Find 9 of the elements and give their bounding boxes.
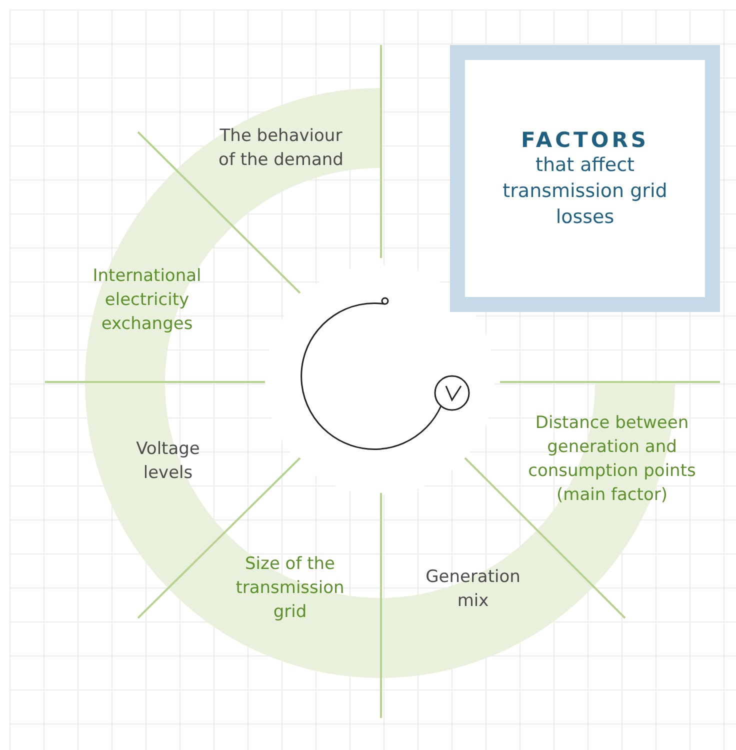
panel-heading: FACTORS xyxy=(520,128,650,152)
factor-label: The behaviour of the demand xyxy=(218,125,344,172)
factor-label: Distance between generation and consumption points (main factor) xyxy=(527,412,697,507)
factor-label: Size of the transmission grid xyxy=(234,553,346,624)
title-panel xyxy=(450,45,720,312)
factor-label: Voltage levels xyxy=(135,438,201,485)
factor-label: International electricity exchanges xyxy=(92,265,202,336)
panel-subtitle: that affect transmission grid losses xyxy=(502,152,668,230)
factor-label: Generation mix xyxy=(424,566,522,613)
